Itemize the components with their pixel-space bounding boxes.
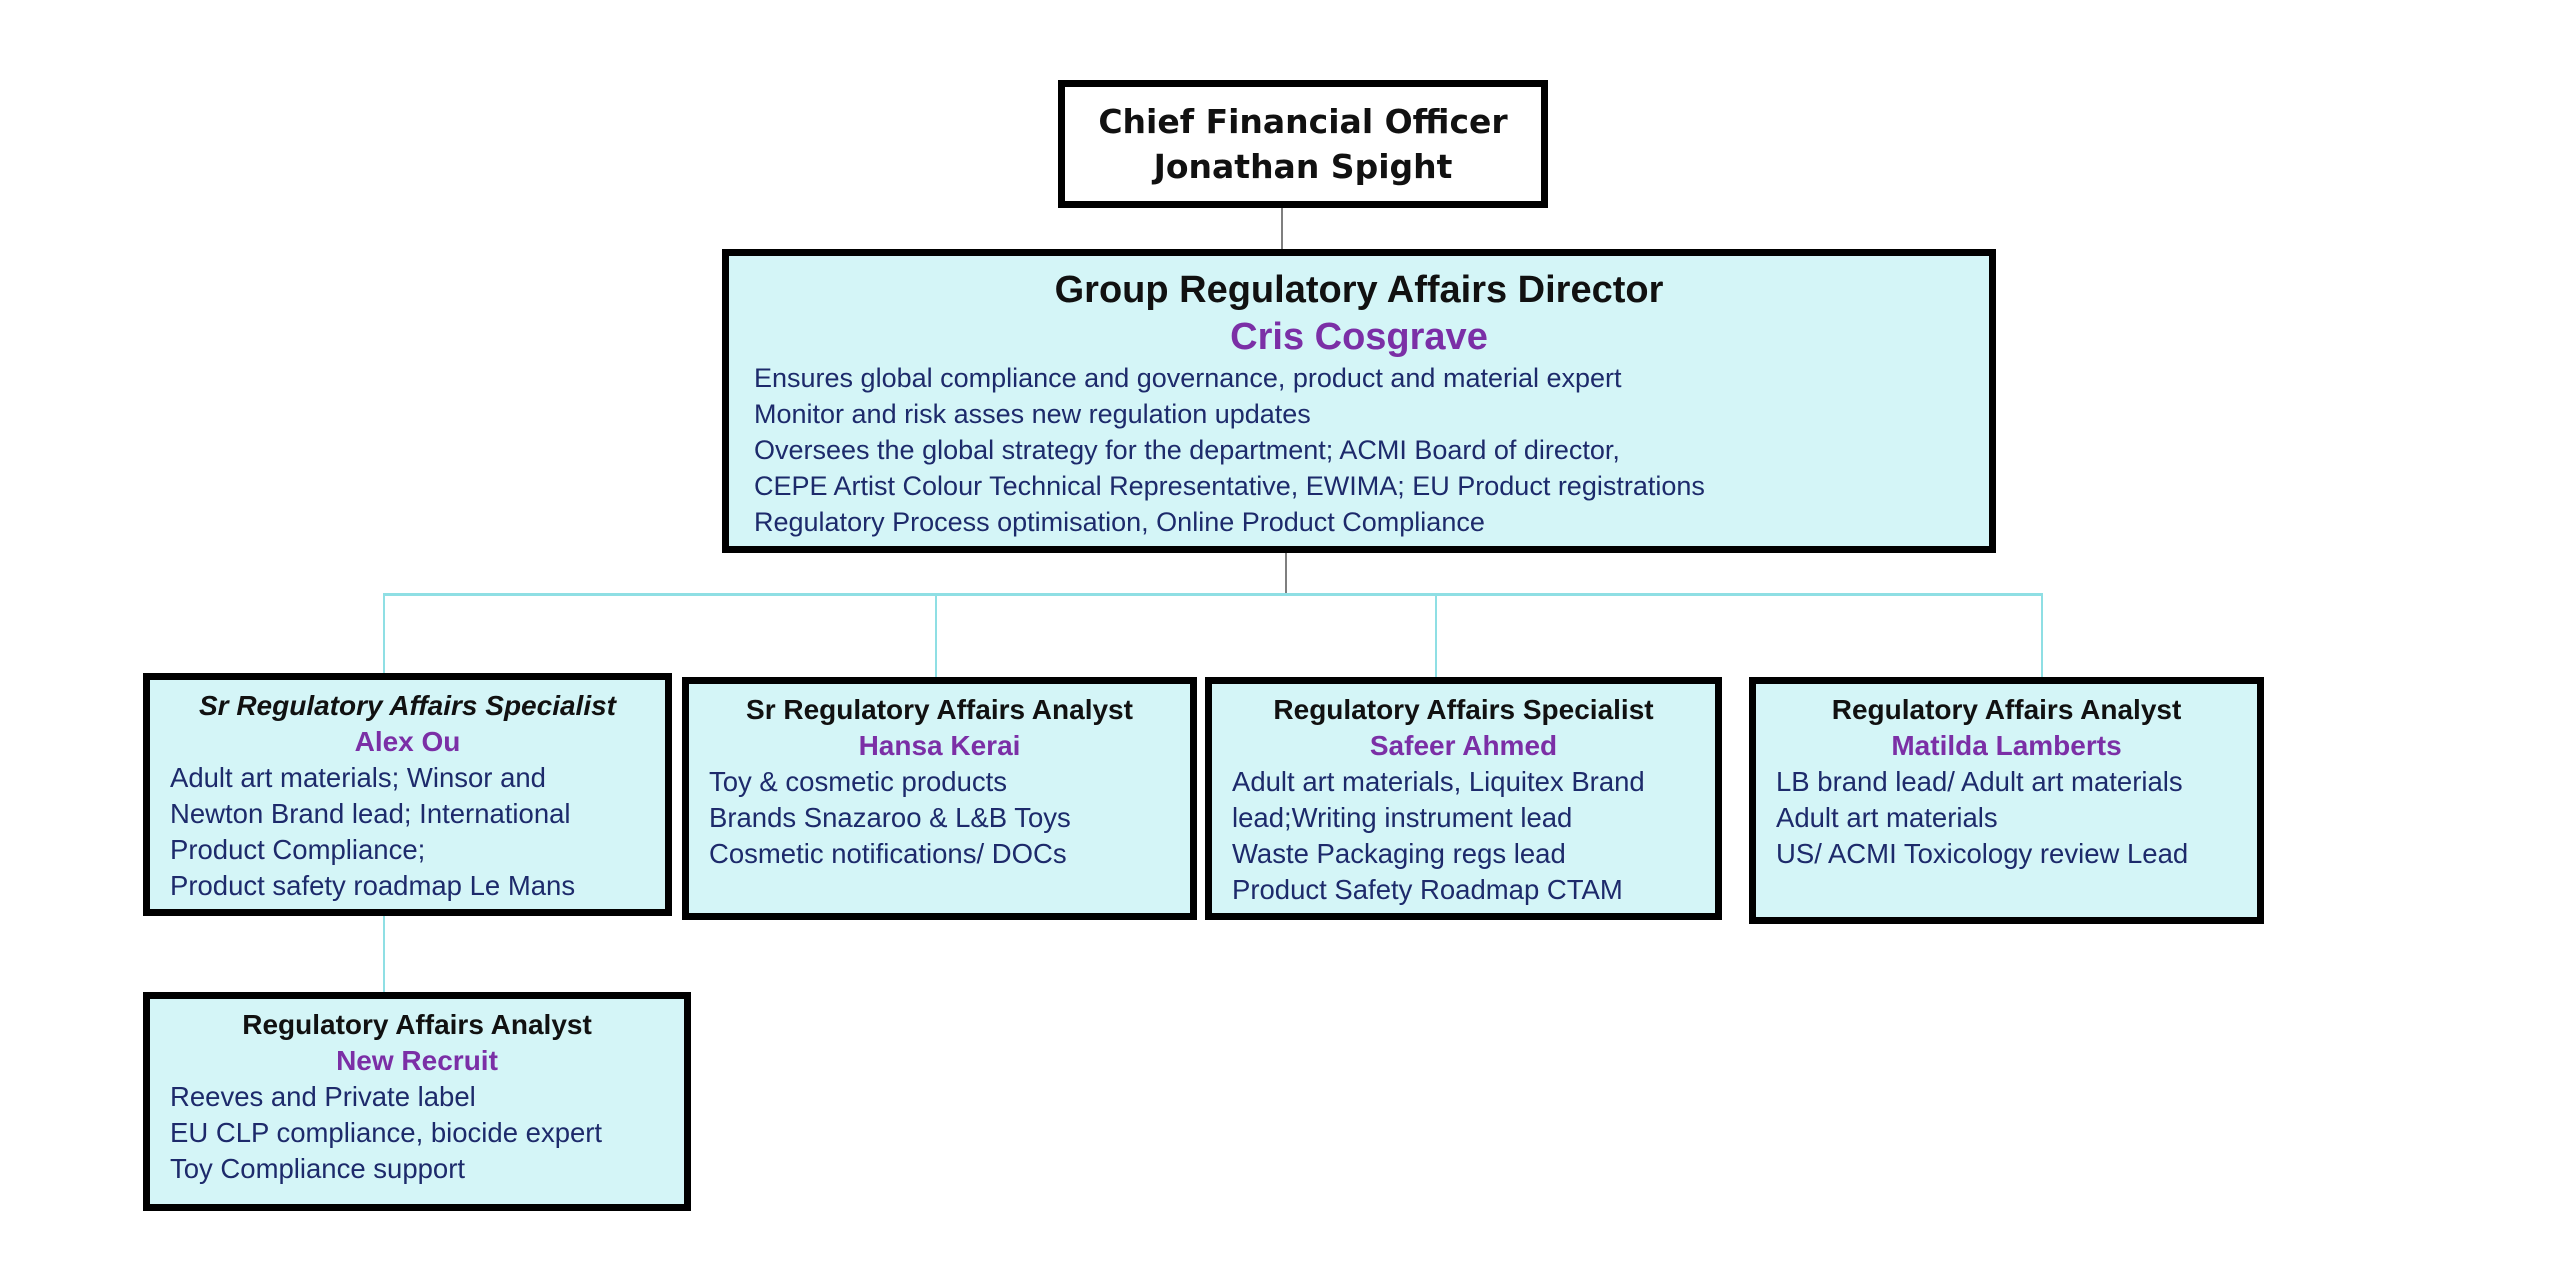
connector-to-hansa-kerai xyxy=(935,593,937,678)
report-duty: Cosmetic notifications/ DOCs xyxy=(709,838,1067,869)
report-duty: Reeves and Private label xyxy=(170,1081,476,1112)
connector-to-matilda-lamberts xyxy=(2041,593,2043,678)
report-duty: Adult art materials, Liquitex Brand xyxy=(1232,766,1645,797)
report-box-hansa-kerai: Sr Regulatory Affairs Analyst Hansa Kera… xyxy=(682,677,1197,920)
director-duty: CEPE Artist Colour Technical Representat… xyxy=(754,471,1705,501)
director-box: Group Regulatory Affairs Director Cris C… xyxy=(722,249,1996,553)
report-box-alex-ou: Sr Regulatory Affairs Specialist Alex Ou… xyxy=(143,673,672,916)
report-name: New Recruit xyxy=(336,1045,498,1076)
report-duty: EU CLP compliance, biocide expert xyxy=(170,1117,603,1148)
report-duty: Waste Packaging regs lead xyxy=(1232,838,1566,869)
report-title: Sr Regulatory Affairs Analyst xyxy=(746,694,1133,725)
report-duty: lead;Writing instrument lead xyxy=(1232,802,1573,833)
report-duty: Toy & cosmetic products xyxy=(709,766,1008,797)
director-duty: Oversees the global strategy for the dep… xyxy=(754,435,1620,465)
report-duty: US/ ACMI Toxicology review Lead xyxy=(1776,838,2189,869)
report-name: Hansa Kerai xyxy=(858,730,1021,761)
director-duty: Regulatory Process optimisation, Online … xyxy=(754,507,1485,537)
report-name: Alex Ou xyxy=(354,726,461,757)
report-box-new-recruit: Regulatory Affairs Analyst New Recruit R… xyxy=(143,992,691,1211)
report-duty: Product Safety Roadmap CTAM xyxy=(1232,874,1623,905)
connector-alex-to-new-recruit xyxy=(383,915,385,993)
director-title: Group Regulatory Affairs Director xyxy=(1054,269,1664,311)
report-duty: LB brand lead/ Adult art materials xyxy=(1776,766,2183,797)
director-name: Cris Cosgrave xyxy=(1230,316,1488,358)
report-duty: Adult art materials; Winsor and xyxy=(170,762,546,793)
report-name: Safeer Ahmed xyxy=(1369,730,1558,761)
connector-director-team xyxy=(1285,552,1287,594)
report-box-safeer-ahmed: Regulatory Affairs Specialist Safeer Ahm… xyxy=(1205,677,1722,920)
cfo-name: Jonathan Spight xyxy=(1153,147,1453,186)
report-title: Regulatory Affairs Analyst xyxy=(242,1009,592,1040)
report-duty: Newton Brand lead; International xyxy=(170,798,571,829)
report-title: Regulatory Affairs Specialist xyxy=(1273,694,1654,725)
connector-cfo-director xyxy=(1281,207,1283,250)
connector-to-safeer-ahmed xyxy=(1435,593,1437,678)
report-name: Matilda Lamberts xyxy=(1891,730,2122,761)
report-duty: Brands Snazaroo & L&B Toys xyxy=(709,802,1071,833)
report-duty: Product safety roadmap Le Mans xyxy=(170,870,576,901)
cfo-box: Chief Financial Officer Jonathan Spight xyxy=(1058,80,1548,208)
report-box-matilda-lamberts: Regulatory Affairs Analyst Matilda Lambe… xyxy=(1749,677,2264,924)
director-duty: Monitor and risk asses new regulation up… xyxy=(754,399,1311,429)
report-duty: Adult art materials xyxy=(1776,802,1998,833)
connector-team-bus xyxy=(383,593,2043,596)
cfo-title: Chief Financial Officer xyxy=(1098,102,1508,141)
report-title: Sr Regulatory Affairs Specialist xyxy=(198,690,617,721)
director-duty: Ensures global compliance and governance… xyxy=(754,363,1622,393)
report-duty: Toy Compliance support xyxy=(170,1153,466,1184)
report-duty: Product Compliance; xyxy=(170,834,426,865)
connector-to-alex-ou xyxy=(383,593,385,674)
report-title: Regulatory Affairs Analyst xyxy=(1831,694,2182,725)
